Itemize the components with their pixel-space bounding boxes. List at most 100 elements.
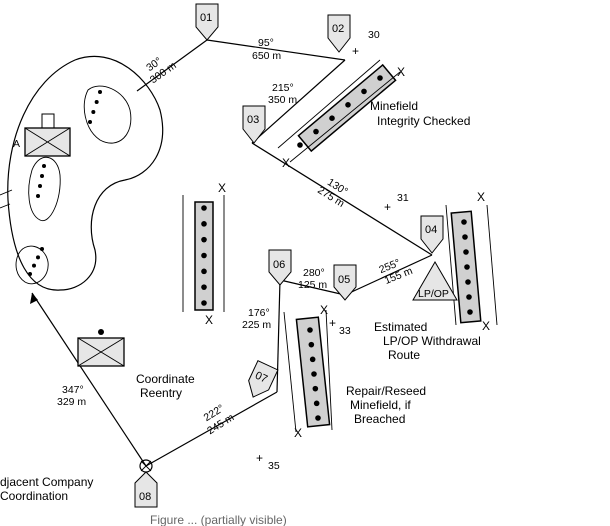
terrain-dot xyxy=(91,110,96,114)
terrain-dot xyxy=(40,174,44,178)
mine-dot xyxy=(329,115,335,121)
leg-label-04-05: 255° 155 m xyxy=(377,257,414,287)
svg-text:Route: Route xyxy=(388,348,420,362)
mine-dot xyxy=(297,142,303,148)
waypoint-08: 08 xyxy=(134,459,158,508)
waypoint-03: 03 xyxy=(242,105,266,144)
leg-label-08-a: 347° 329 m xyxy=(57,384,86,408)
mine-dot xyxy=(345,102,351,108)
mine-dot xyxy=(461,219,467,225)
terrain-dot xyxy=(36,255,40,260)
waypoint-07: 07 xyxy=(248,359,279,398)
svg-text:Repair/Reseed: Repair/Reseed xyxy=(346,384,426,398)
x-mark: X xyxy=(320,303,328,317)
svg-text:30: 30 xyxy=(368,29,380,41)
waypoint-05: 05 xyxy=(333,264,357,301)
unit-symbol-reentry xyxy=(77,329,125,367)
svg-text:+: + xyxy=(384,200,391,214)
svg-text:06: 06 xyxy=(273,259,285,271)
svg-text:215°: 215° xyxy=(272,82,294,94)
x-mark: X xyxy=(294,426,302,440)
route-lines xyxy=(30,39,433,467)
terrain-dot xyxy=(32,263,36,268)
mine-dot xyxy=(201,205,207,211)
x-mark: X xyxy=(218,181,226,195)
svg-text:176°: 176° xyxy=(248,307,270,319)
svg-text:Minefield, if: Minefield, if xyxy=(350,398,411,412)
lpop-marker: LP/OP xyxy=(412,261,458,301)
svg-text:350 m: 350 m xyxy=(268,94,297,106)
terrain-dot xyxy=(88,120,92,124)
minefield-strip-checked xyxy=(297,63,397,153)
terrain-dot xyxy=(36,194,40,198)
unit-symbol-a: A xyxy=(13,113,71,157)
x-mark: X xyxy=(477,190,485,204)
note-adjacent-company: djacent Company Coordination xyxy=(0,475,93,503)
svg-text:A: A xyxy=(13,138,20,150)
mine-dot xyxy=(464,264,470,270)
mine-dot xyxy=(311,371,317,377)
mine-dot xyxy=(361,88,367,95)
svg-text:Estimated: Estimated xyxy=(374,320,427,334)
x-mark: X xyxy=(282,156,290,170)
mine-dot xyxy=(315,415,321,421)
svg-text:650 m: 650 m xyxy=(252,50,281,62)
svg-text:Reentry: Reentry xyxy=(140,386,182,400)
mine-dot xyxy=(466,294,472,300)
mine-dot xyxy=(309,356,316,363)
leg-label-05-06: 280° 125 m xyxy=(298,267,327,291)
minefield-fences xyxy=(182,59,498,433)
svg-text:33: 33 xyxy=(339,325,351,337)
leg-label-03-04: 130° 275 m xyxy=(315,176,350,210)
svg-text:08: 08 xyxy=(139,491,151,503)
x-marks: X X X X X X X X xyxy=(205,65,490,440)
waypoint-06: 06 xyxy=(268,249,292,286)
svg-text:Breached: Breached xyxy=(354,412,405,426)
svg-text:+: + xyxy=(352,44,359,58)
grid-point-31: + 31 xyxy=(384,192,409,214)
svg-text:Coordination: Coordination xyxy=(0,489,68,503)
svg-text:01: 01 xyxy=(200,12,212,24)
grid-point-33: + 33 xyxy=(329,316,351,337)
svg-text:djacent Company: djacent Company xyxy=(0,475,93,489)
svg-text:95°: 95° xyxy=(258,37,274,49)
svg-text:125 m: 125 m xyxy=(298,279,327,291)
waypoint-02: 02 xyxy=(327,14,351,53)
note-minefield-checked: Minefield Integrity Checked xyxy=(370,99,470,128)
svg-text:Integrity Checked: Integrity Checked xyxy=(377,114,470,128)
mine-dot xyxy=(307,327,313,333)
svg-text:225 m: 225 m xyxy=(242,319,271,331)
mine-dot xyxy=(465,279,471,285)
x-mark: X xyxy=(397,65,405,79)
svg-text:03: 03 xyxy=(247,114,259,126)
svg-text:35: 35 xyxy=(268,460,280,472)
waypoint-01: 01 xyxy=(195,3,219,41)
terrain-dot xyxy=(38,184,42,188)
mine-dot xyxy=(201,284,207,290)
x-mark: X xyxy=(205,313,213,327)
svg-text:Minefield: Minefield xyxy=(370,99,418,113)
note-coordinate-reentry: Coordinate Reentry xyxy=(136,372,195,400)
svg-text:347°: 347° xyxy=(62,384,84,396)
svg-text:31: 31 xyxy=(397,192,409,204)
svg-text:05: 05 xyxy=(338,274,350,286)
mine-dot xyxy=(201,252,207,259)
svg-text:+: + xyxy=(329,316,336,330)
waypoint-04: 04 xyxy=(420,215,444,254)
svg-text:329 m: 329 m xyxy=(57,396,86,408)
mine-dot xyxy=(467,309,473,315)
leg-label-01-02: 95° 650 m xyxy=(252,37,281,62)
mine-dot xyxy=(313,128,319,135)
note-lpop-route: Estimated LP/OP Withdrawal Route xyxy=(374,320,481,362)
svg-text:04: 04 xyxy=(425,224,437,236)
leg-label-02-03: 215° 350 m xyxy=(268,82,297,106)
terrain-dot xyxy=(42,164,46,168)
note-repair-reseed: Repair/Reseed Minefield, if Breached xyxy=(346,384,426,426)
mine-dot xyxy=(201,236,207,243)
mine-dot xyxy=(201,300,207,306)
svg-text:280°: 280° xyxy=(303,267,325,279)
mine-dot xyxy=(308,341,315,348)
svg-text:LP/OP Withdrawal: LP/OP Withdrawal xyxy=(383,334,481,348)
terrain-dot xyxy=(40,247,44,251)
